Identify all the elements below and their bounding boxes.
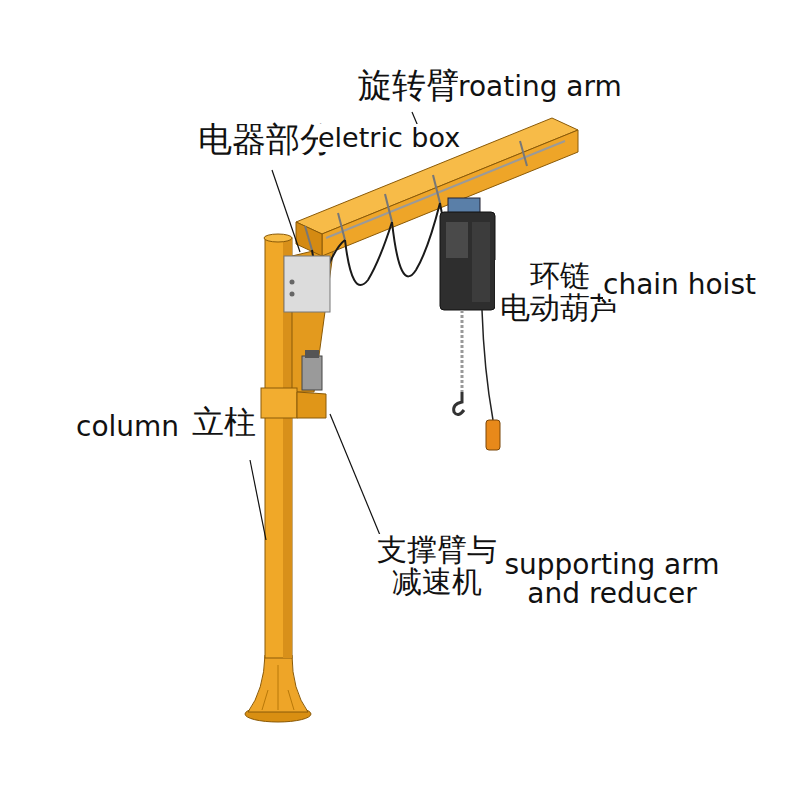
sleeve (261, 388, 297, 418)
hook (454, 392, 464, 415)
part-name-en: column (76, 412, 179, 441)
column-cap (264, 234, 292, 242)
hoist-motor (472, 222, 490, 302)
part-name-en: roating arm (458, 72, 622, 101)
hoist-chain (461, 310, 464, 392)
part-name-en: eletric box (318, 124, 460, 152)
base-ribs (262, 665, 294, 710)
pendant-cable (482, 310, 493, 420)
box-button (290, 280, 295, 285)
hoist-panel (446, 222, 468, 258)
part-name-en: chain hoist (603, 270, 756, 299)
column-base (248, 655, 308, 712)
reducer-motor (302, 356, 322, 390)
chain-hoist-body (440, 212, 495, 310)
motor-cap (305, 350, 319, 358)
part-name-zh: 立柱 (192, 406, 256, 440)
pendant (486, 420, 500, 450)
leader-lines (250, 112, 518, 540)
electric-box (284, 256, 330, 312)
box-button (290, 292, 295, 297)
part-name-en: supporting arm and reducer (497, 550, 727, 609)
part-name-zh: 支撑臂与 减速机 (372, 534, 501, 597)
sleeve-bracket (297, 392, 326, 418)
festoon-cable (312, 203, 452, 285)
part-name-zh: 电器部分 (198, 122, 334, 158)
part-name-zh: 旋转臂 (358, 68, 460, 104)
